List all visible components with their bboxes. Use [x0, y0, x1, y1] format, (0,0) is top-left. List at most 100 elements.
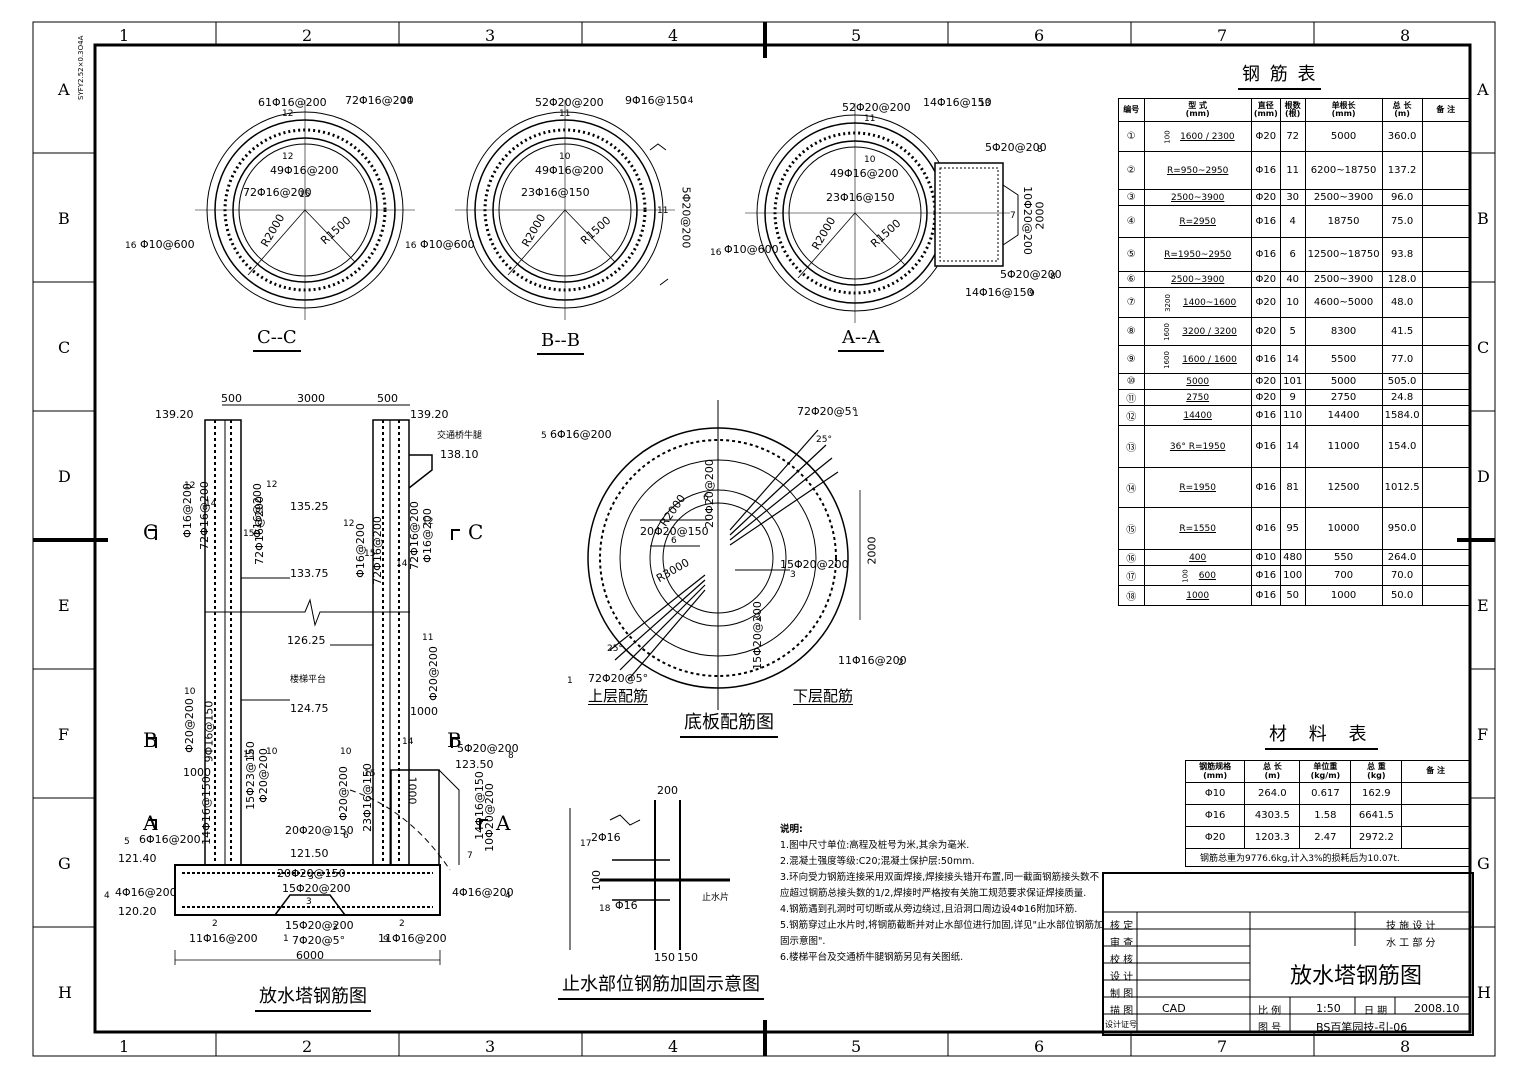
table-cell-total: 128.0 — [1381, 271, 1423, 288]
cut-mark: A — [143, 811, 158, 835]
rebar-label: 5Φ20@200 — [457, 742, 519, 755]
table-cell-count: 6 — [1279, 237, 1306, 272]
table-cell-no: ⑫ — [1118, 405, 1145, 426]
table-cell-remark — [1401, 782, 1470, 805]
col-label: 5 — [851, 26, 862, 45]
table-cell-count: 480 — [1279, 549, 1306, 566]
col-header: 型 式 (mm) — [1143, 98, 1252, 122]
rebar-label: 11Φ16@200 — [378, 932, 447, 945]
dimension-label: 6000 — [296, 949, 324, 962]
number-label: 图 号 — [1258, 1023, 1282, 1034]
section-bb-title: B--B — [537, 330, 584, 355]
level-label: 121.50 — [290, 847, 329, 860]
table-cell-shape: 2500~3900 — [1143, 189, 1252, 206]
marker: 18 — [599, 904, 611, 914]
department: 水 工 部 分 — [1386, 938, 1436, 949]
role-label: 描 图 — [1110, 1006, 1134, 1017]
level-label: 138.10 — [440, 448, 479, 461]
table-cell-dia: Φ16 — [1250, 205, 1281, 238]
section-cc-drawing — [195, 100, 415, 320]
table-cell-count: 10 — [1279, 287, 1306, 318]
table-cell-total: 154.0 — [1381, 425, 1423, 468]
rebar-label: 72Φ16@200 — [345, 94, 414, 107]
table-cell-total: 505.0 — [1381, 373, 1423, 390]
rebar-label: 15Φ20@200 — [282, 882, 351, 895]
col-header: 直径 (mm) — [1250, 98, 1281, 122]
rebar-label: 20Φ20@150 — [640, 525, 709, 538]
table-cell-shape: 14400 — [1143, 405, 1252, 426]
table-cell-len: 14400 — [1304, 405, 1383, 426]
table-cell-remark — [1421, 425, 1471, 468]
marker: 4 — [104, 891, 110, 901]
row-label: G — [1477, 854, 1490, 873]
dimension-label: 3000 — [297, 392, 325, 405]
row-label: C — [1477, 338, 1490, 357]
marker: 6 — [703, 493, 709, 503]
rebar-label: 4Φ16@200 — [452, 886, 514, 899]
col-header: 总 长 (m) — [1381, 98, 1423, 122]
marker: 9 — [1029, 289, 1035, 299]
table-cell-remark — [1421, 507, 1471, 550]
level-label: 120.20 — [118, 905, 157, 918]
marker: 10 — [340, 747, 352, 757]
marker: 1 — [283, 934, 289, 944]
role-label: 校 核 — [1110, 955, 1134, 966]
col-label: 5 — [851, 1037, 862, 1056]
table-cell-count: 14 — [1279, 425, 1306, 468]
marker: 15 — [243, 750, 255, 760]
row-label: B — [58, 209, 70, 228]
marker: 12 — [282, 109, 294, 119]
table-cell-remark — [1421, 121, 1471, 152]
table-cell-total: 48.0 — [1381, 287, 1423, 318]
table-cell-count: 11 — [1279, 151, 1306, 190]
title-block-lines — [1102, 911, 1470, 1032]
elevation-drawing — [148, 404, 488, 965]
rebar-label: Φ16@200 — [180, 483, 194, 538]
table-cell-total: 70.0 — [1381, 565, 1423, 586]
rebar-label: 10Φ20@200 — [482, 783, 496, 852]
marker: 3 — [790, 570, 796, 580]
rebar-label: 49Φ16@200 — [535, 164, 604, 177]
table-cell-count: 72 — [1279, 121, 1306, 152]
table-cell-shape: R=1950~2950 — [1143, 237, 1252, 272]
marker: 10 — [184, 687, 196, 697]
table-cell-remark — [1421, 467, 1471, 508]
rebar-label: 9Φ16@150 — [202, 700, 216, 763]
elevation-title: 放水塔钢筋图 — [255, 982, 371, 1012]
marker: 10 — [559, 152, 571, 162]
date-label: 日 期 — [1364, 1006, 1388, 1017]
design-phase: 技 施 设 计 — [1386, 921, 1436, 932]
table-cell-len: 2500~3900 — [1304, 189, 1383, 206]
marker: 10 — [864, 155, 876, 165]
cut-mark: C — [468, 520, 484, 544]
table-cell-no: ① — [1118, 121, 1145, 152]
level-label: 121.40 — [118, 852, 157, 865]
dimension-label: 1000 — [410, 705, 438, 718]
rebar-label: 5Φ20@200 — [1000, 268, 1062, 281]
table-cell-total: 1584.0 — [1381, 405, 1423, 426]
table-cell-len: 4303.5 — [1244, 804, 1301, 827]
col-label: 8 — [1400, 26, 1411, 45]
rebar-label: Φ10@600 — [724, 243, 779, 256]
level-label: 126.25 — [287, 634, 326, 647]
note-line: 4.钢筋遇到孔洞时可切断或从旁边绕过,且沿洞口周边设4Φ16附加环筋. — [780, 904, 1078, 915]
material-summary: 钢筋总重为9776.6kg,计入3%的损耗后为10.07t. — [1185, 848, 1470, 867]
angle-label: 25° — [816, 435, 832, 445]
shape-side-label: 100 — [1163, 129, 1172, 144]
table-cell-total: 264.0 — [1381, 549, 1423, 566]
level-label: 123.50 — [455, 758, 494, 771]
table-cell-remark — [1421, 271, 1471, 288]
row-label: A — [1477, 80, 1489, 99]
rebar-label: 72Φ16@200 — [407, 501, 421, 570]
table-cell-remark — [1401, 826, 1470, 849]
marker: 12 — [282, 152, 294, 162]
rebar-label: 9Φ16@150 — [625, 94, 687, 107]
dimension-label: 500 — [221, 392, 242, 405]
note-line: 应超过钢筋总接头数的1/2,焊接时严格按有关施工规范要求保证焊接质量. — [780, 888, 1087, 899]
note-line: 2.混凝土强度等级:C20;混凝土保护层:50mm. — [780, 856, 975, 867]
